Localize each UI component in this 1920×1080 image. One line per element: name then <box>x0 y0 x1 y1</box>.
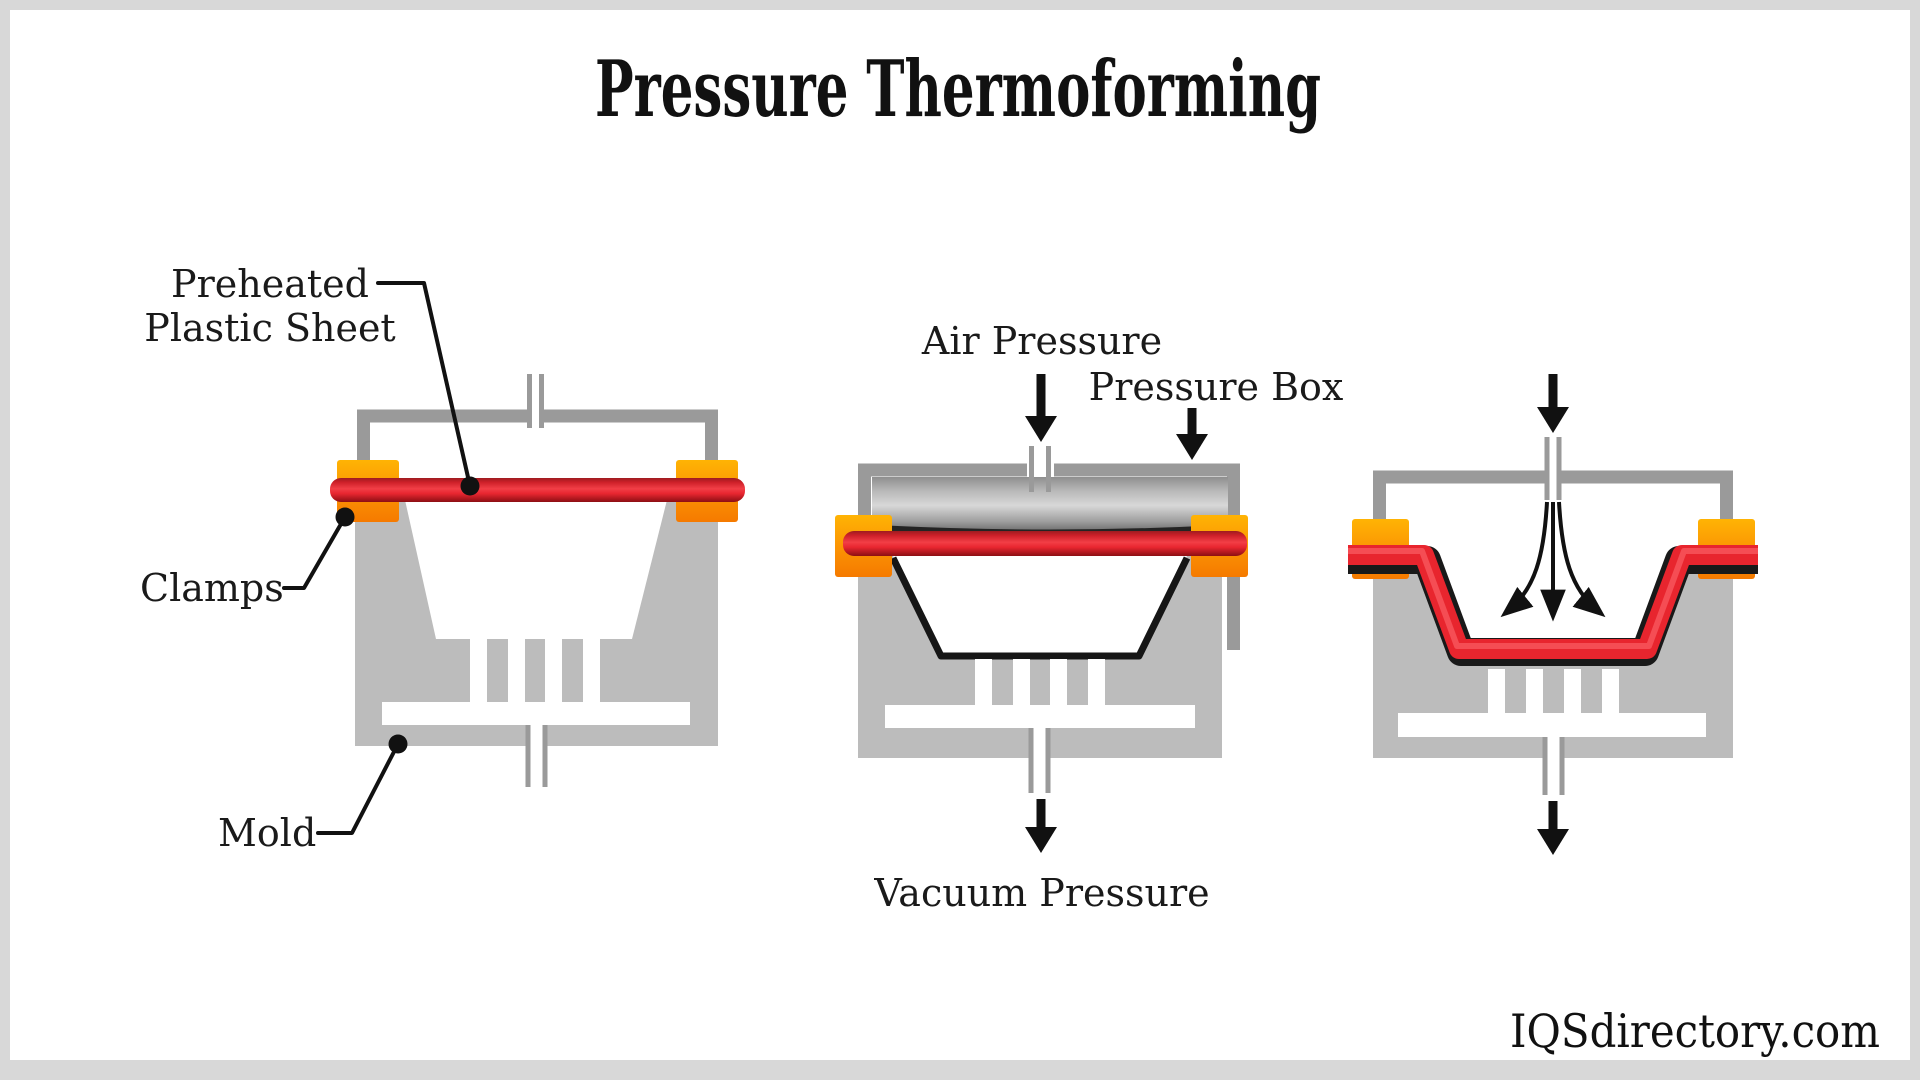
watermark: IQSdirectory.com <box>1510 1004 1880 1058</box>
page-title: Pressure Thermoforming <box>595 44 1321 135</box>
vacuum-pressure-label: Vacuum Pressure <box>873 871 1209 915</box>
mold-cavity <box>405 500 667 639</box>
clamps-leader-dot <box>335 507 355 527</box>
mold-leader-line <box>316 742 400 835</box>
air-pressure-label: Air Pressure <box>921 319 1162 363</box>
vacuum-slots <box>1488 669 1619 713</box>
vacuum-channel <box>885 705 1195 728</box>
preheated-label-line1: Preheated <box>171 262 369 306</box>
air-flow-right-arrow <box>1557 501 1606 618</box>
mold-cavity <box>893 556 1187 655</box>
vacuum-pipe <box>1028 728 1051 793</box>
pressure-box-arrow <box>1176 408 1208 460</box>
air-inlet-tube <box>1029 446 1051 492</box>
clamps-leader-line <box>282 515 347 590</box>
stage-sheet-loaded: Preheated Plastic Sheet Clamps Mold <box>140 262 745 855</box>
preheated-leader-dot <box>460 476 480 496</box>
vent-frame <box>1373 470 1733 522</box>
plastic-sheet <box>330 478 745 502</box>
air-flow-left-arrow <box>1500 501 1549 618</box>
preheated-leader-line <box>376 281 472 488</box>
mold-leader-dot <box>388 734 408 754</box>
vacuum-channel <box>382 702 690 725</box>
vacuum-slots <box>975 659 1105 705</box>
clamps-label: Clamps <box>140 566 284 610</box>
air-pressure-arrow <box>1025 374 1057 442</box>
cavity-outline <box>889 556 1191 660</box>
vacuum-pipe-bore <box>1547 737 1560 795</box>
stage-pressure-applied: Air Pressure Pressure Box Vacuum Pressur… <box>835 319 1343 915</box>
vacuum-pipe-bore <box>1033 728 1046 793</box>
plastic-sheet <box>843 531 1247 556</box>
preheated-label-line2: Plastic Sheet <box>144 306 395 350</box>
vent-frame <box>357 409 718 472</box>
air-inlet-tube <box>1544 437 1562 500</box>
vacuum-pipe <box>525 725 548 787</box>
mold-label: Mold <box>218 811 316 855</box>
air-flow-arrows <box>1500 501 1606 622</box>
pressure-box-label: Pressure Box <box>1089 365 1344 409</box>
air-inlet-tube <box>527 374 544 428</box>
air-pressure-arrow <box>1537 374 1569 433</box>
vacuum-pipe <box>1542 737 1565 795</box>
vacuum-slots <box>470 639 600 702</box>
vacuum-pressure-arrow <box>1025 799 1057 853</box>
vacuum-pipe-bore <box>530 725 543 787</box>
formed-sheet-highlight <box>1348 548 1758 649</box>
stage-sheet-formed <box>1348 374 1758 855</box>
vacuum-pressure-arrow <box>1537 801 1569 855</box>
vacuum-channel <box>1398 713 1706 737</box>
